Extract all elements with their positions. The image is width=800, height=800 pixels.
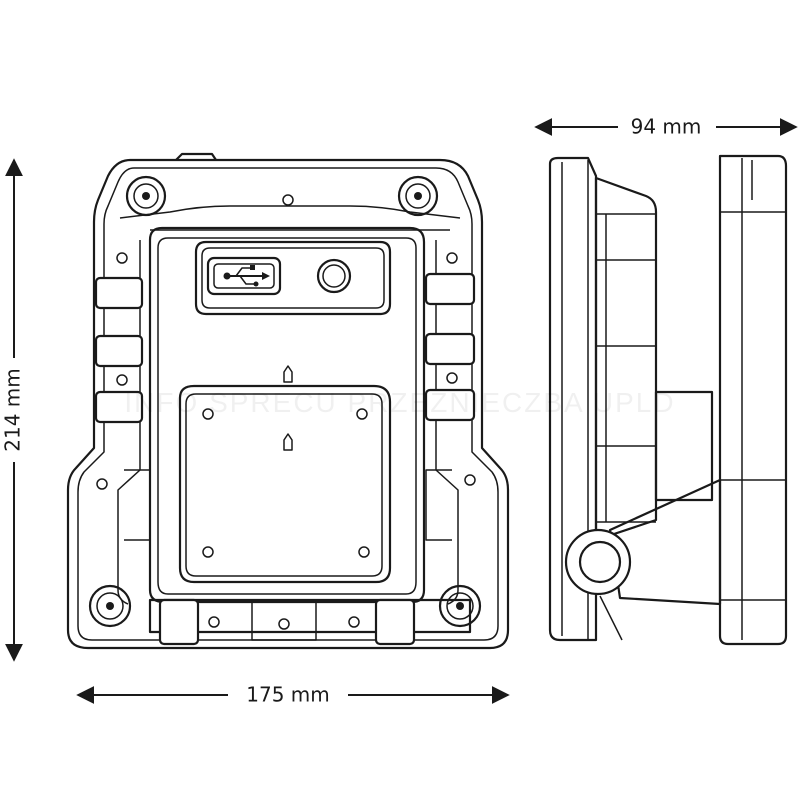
depth-label: 94 mm: [631, 115, 702, 139]
height-dimension: 214 mm: [1, 158, 25, 662]
usb-icon: [223, 265, 270, 287]
right-clips: [424, 272, 476, 422]
width-dimension: 175 mm: [76, 683, 510, 707]
charge-port-icon-2: [283, 433, 293, 451]
side-view: [548, 154, 788, 646]
hinge-knob: [564, 528, 632, 596]
depth-dimension: 94 mm: [534, 115, 798, 139]
small-screws: [96, 194, 476, 630]
usb-port: [206, 256, 282, 296]
front-view: [66, 152, 510, 650]
height-label: 214 mm: [1, 368, 25, 452]
width-label: 175 mm: [246, 683, 330, 707]
power-button: [316, 258, 352, 294]
charge-port-icon: [283, 365, 293, 383]
corner-screws: [88, 175, 482, 628]
watermark: INFO SPRECU PRZEZNIECZBA UPLD: [124, 387, 675, 418]
left-clips: [94, 276, 144, 424]
